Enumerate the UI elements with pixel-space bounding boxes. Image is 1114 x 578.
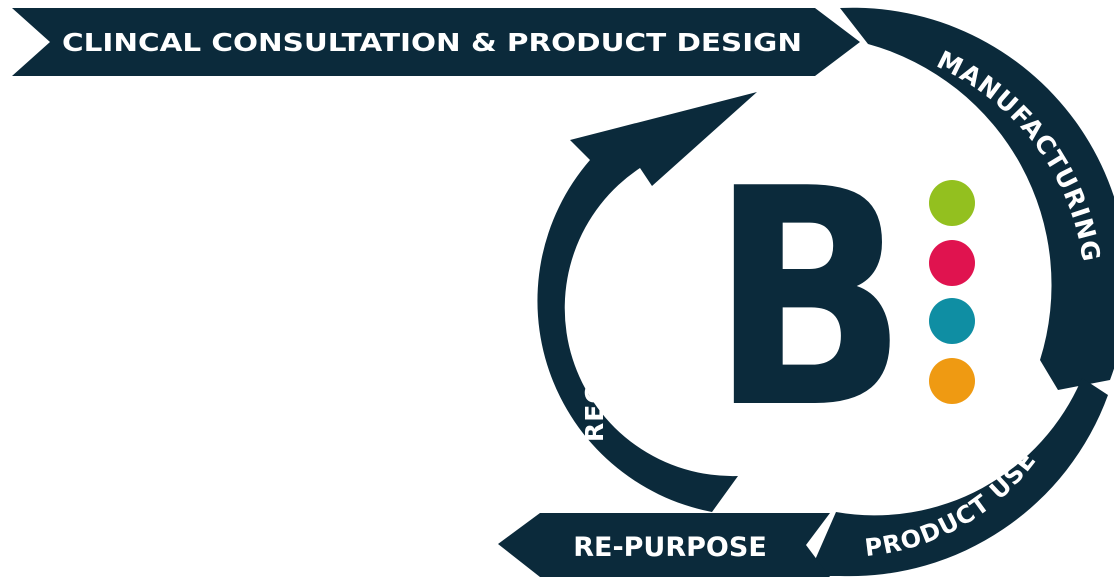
brand-logo: B: [710, 125, 975, 474]
consultation-label: CLINCAL CONSULTATION & PRODUCT DESIGN: [62, 28, 802, 57]
recycling-arc: RECYCLING: [537, 92, 757, 512]
logo-dot-pink: [929, 240, 975, 286]
product-use-arc-band: [808, 378, 1108, 577]
re-purpose-label: RE-PURPOSE: [573, 532, 767, 563]
logo-dot-green: [929, 180, 975, 226]
re-purpose-banner: RE-PURPOSE: [498, 513, 830, 577]
consultation-banner: CLINCAL CONSULTATION & PRODUCT DESIGN: [12, 8, 860, 76]
re-purpose-arrow-shape: [498, 513, 830, 577]
logo-dot-teal: [929, 298, 975, 344]
consultation-arrow-shape: [12, 8, 860, 76]
logo-letter-b: B: [710, 125, 908, 474]
recycling-label: RECYCLING: [580, 276, 609, 442]
recycling-arc-band: [537, 92, 757, 512]
manufacturing-arc-band: [840, 7, 1114, 390]
logo-dot-orange: [929, 358, 975, 404]
